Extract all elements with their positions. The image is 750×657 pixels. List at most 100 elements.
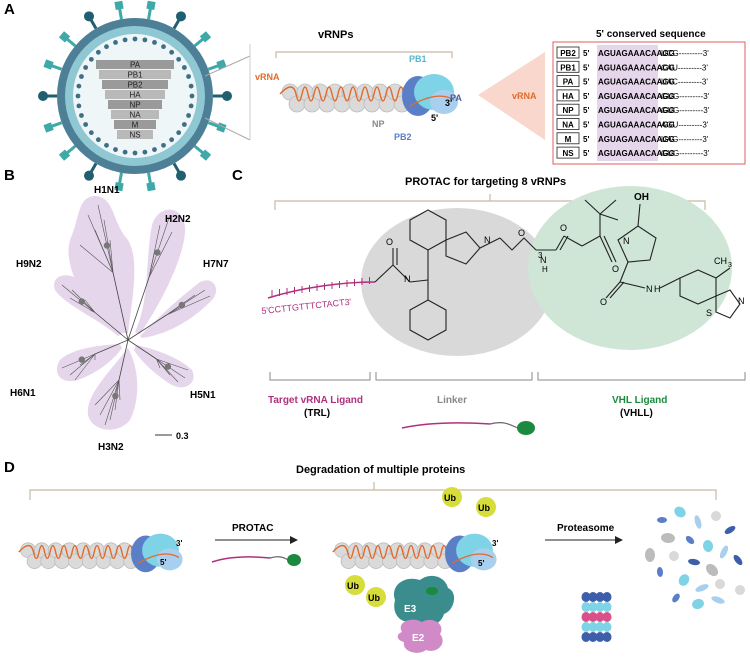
spike-head bbox=[43, 122, 54, 133]
protein-fragment bbox=[692, 598, 704, 610]
protein-fragment bbox=[661, 532, 675, 544]
segment-box bbox=[556, 60, 580, 73]
protac-cartoon-c bbox=[401, 421, 535, 435]
spike-head-dark bbox=[222, 91, 232, 101]
spike-head bbox=[114, 0, 124, 11]
tree-branch bbox=[94, 312, 129, 341]
proteasome-subunit bbox=[588, 592, 598, 602]
panel-b-label: B bbox=[4, 167, 15, 184]
chem-o-ketone: O bbox=[612, 264, 619, 274]
matrix-dot bbox=[188, 83, 194, 89]
row-segment: HA bbox=[562, 92, 574, 101]
tree-leaf bbox=[104, 379, 120, 426]
proteasome-subunit bbox=[595, 592, 605, 602]
matrix-dot bbox=[176, 130, 182, 136]
protein-fragment bbox=[719, 545, 729, 559]
row-prefix: 5' bbox=[583, 135, 589, 144]
tree-leaf bbox=[79, 244, 114, 273]
clade-h3n2 bbox=[87, 348, 138, 430]
protein-fragment bbox=[695, 584, 709, 592]
protein-fragment bbox=[705, 563, 719, 577]
proteasome-subunit bbox=[595, 622, 605, 632]
matrix-dot bbox=[122, 37, 128, 43]
proteasome bbox=[581, 592, 612, 642]
matrix-dot bbox=[142, 37, 148, 43]
proteasome-subunit bbox=[588, 632, 598, 642]
tree-leaf bbox=[148, 249, 156, 278]
protac-arrowhead bbox=[290, 536, 298, 544]
degraded-fragments bbox=[644, 506, 745, 610]
subtype-h1n1: H1N1 bbox=[94, 185, 120, 196]
matrix-dot bbox=[181, 122, 187, 127]
d1-three-prime: 3' bbox=[176, 539, 182, 548]
segment-label: NA bbox=[129, 111, 141, 120]
scale-label: 0.3 bbox=[176, 431, 189, 441]
segment-box bbox=[556, 46, 580, 59]
proteasome-subunit bbox=[602, 632, 612, 642]
chem-n-amide: N bbox=[404, 274, 411, 284]
vrna-end bbox=[409, 95, 455, 107]
matrix-dot bbox=[113, 40, 118, 45]
phylogenetic-tree bbox=[54, 196, 217, 430]
tree-leaf bbox=[109, 379, 120, 421]
tree-leaf bbox=[166, 295, 211, 316]
segment-label: NS bbox=[129, 131, 140, 140]
row-prefix: 5' bbox=[583, 63, 589, 72]
d1-five-prime: 5' bbox=[160, 558, 166, 567]
row-conserved: AGUAGAAACAAGG bbox=[598, 135, 675, 144]
panel-d-title: Degradation of multiple proteins bbox=[296, 464, 465, 476]
protein-fragment bbox=[674, 506, 686, 518]
matrix-dot bbox=[79, 74, 84, 79]
vrna-label: vRNA bbox=[255, 72, 280, 82]
clade-h2n2 bbox=[135, 209, 186, 334]
segment-bar bbox=[108, 100, 162, 109]
matrix-dot bbox=[79, 113, 84, 118]
vhl-label: VHL Ligand bbox=[612, 395, 667, 406]
row-tail: GUG---------3' bbox=[661, 106, 710, 115]
row-prefix: 5' bbox=[583, 106, 589, 115]
matrix-dot bbox=[122, 149, 128, 155]
proteasome-subunit bbox=[602, 592, 612, 602]
matrix-dot bbox=[76, 103, 82, 109]
protac-cartoon-d bbox=[211, 554, 301, 566]
tree-node bbox=[78, 298, 86, 305]
vrnp-five-prime: 5' bbox=[431, 113, 438, 123]
tree-leaf bbox=[156, 358, 171, 376]
spike-head bbox=[58, 149, 71, 161]
segment-label: PB2 bbox=[127, 81, 143, 90]
linker-background bbox=[361, 208, 553, 356]
segment-label: HA bbox=[129, 91, 141, 100]
tree-leaf bbox=[94, 379, 120, 406]
segment-box bbox=[556, 118, 580, 130]
table-title: 5' conserved sequence bbox=[596, 29, 706, 40]
proteasome-subunit bbox=[595, 602, 605, 612]
tree-node bbox=[178, 301, 186, 309]
vrna-end bbox=[138, 553, 180, 564]
subtype-h6n1: H6N1 bbox=[10, 388, 36, 399]
segment-bar bbox=[96, 60, 174, 69]
spike-head-dark bbox=[176, 11, 186, 22]
chem-sub3: 3 bbox=[538, 251, 543, 260]
chem-n-amide2: N bbox=[540, 255, 547, 265]
row-tail: CAU---------3' bbox=[661, 63, 708, 72]
chem-o-ether: O bbox=[518, 228, 525, 238]
chem-o-amide3: O bbox=[600, 297, 607, 307]
matrix-dot bbox=[188, 103, 194, 109]
subtype-h7n7: H7N7 bbox=[203, 259, 229, 270]
protein-fragment bbox=[711, 596, 725, 604]
row-conserved: AGUAGAAACAAGG bbox=[598, 63, 675, 72]
trl-bracket bbox=[269, 372, 371, 381]
chem-n-thiazole: N bbox=[738, 296, 745, 306]
spike-head bbox=[146, 0, 156, 11]
proteasome-subunit bbox=[581, 612, 591, 622]
chem-ch3-sub: 3 bbox=[728, 262, 732, 269]
row-prefix: 5' bbox=[583, 92, 589, 101]
matrix-dot bbox=[142, 149, 148, 155]
row-prefix: 5' bbox=[583, 49, 589, 58]
protein-fragment bbox=[672, 593, 680, 603]
tree-leaf bbox=[69, 297, 96, 313]
pb1-label: PB1 bbox=[409, 54, 427, 64]
row-prefix: 5' bbox=[583, 121, 589, 130]
